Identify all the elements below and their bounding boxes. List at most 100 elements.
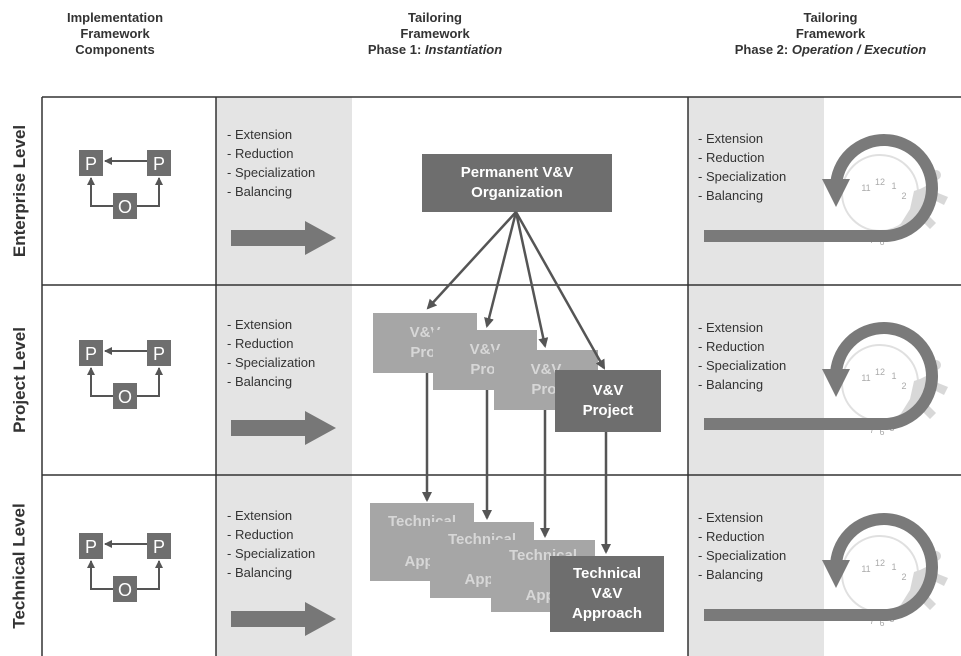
o-to-p-arrow: [87, 367, 113, 397]
loop-arrowhead-icon: [822, 179, 850, 207]
clock-number: 11: [861, 183, 870, 193]
box-line: V&V: [591, 585, 623, 602]
instantiation-arrow: [426, 211, 517, 310]
list-item: Specialization: [698, 356, 786, 375]
list-item: Balancing: [698, 565, 786, 584]
o-label: O: [118, 387, 132, 407]
p-node: [147, 340, 171, 366]
header-implementation: Implementation Framework Components: [50, 10, 180, 58]
list-item: Extension: [227, 315, 315, 334]
list-item: Balancing: [227, 372, 315, 391]
box-line: Appr: [464, 571, 500, 588]
list-item: Extension: [227, 125, 315, 144]
header-phase1-line3: Phase 1: Instantiation: [320, 42, 550, 58]
clock-number: 12: [875, 558, 885, 568]
list-item: Reduction: [698, 527, 786, 546]
box-line: V&V: [530, 361, 562, 378]
o-node: [113, 383, 137, 409]
clock-number: 1: [891, 562, 896, 572]
p-label: P: [153, 344, 165, 364]
box-line: Proj: [410, 344, 440, 361]
header-phase1-line2: Framework: [400, 26, 470, 41]
box-line: Technical: [572, 565, 642, 582]
list-item: Specialization: [227, 353, 315, 372]
o-label: O: [118, 197, 132, 217]
clock-number: 2: [901, 381, 906, 391]
p-node: [79, 340, 103, 366]
o-to-p-arrow: [87, 177, 113, 207]
clock-number: 1: [891, 371, 896, 381]
permanent-vv-organization-box: Permanent V&V Organization: [422, 154, 612, 212]
list-item: Specialization: [698, 546, 786, 565]
p-label: P: [85, 154, 97, 174]
list-item: Reduction: [698, 337, 786, 356]
header-phase1-name: Instantiation: [424, 42, 503, 57]
right-arrow-icon: [231, 411, 336, 445]
loop-arrow: [704, 322, 938, 431]
clock-number: 6: [879, 427, 884, 437]
box-line: Proj: [531, 381, 561, 398]
loop-arrowhead-icon: [822, 560, 850, 588]
p-label: P: [85, 344, 97, 364]
p-node: [79, 150, 103, 176]
right-arrow-icon: [231, 602, 336, 636]
loop-arrowhead-icon: [822, 369, 850, 397]
list-item: Specialization: [227, 163, 315, 182]
clock-number: 12: [875, 177, 885, 187]
p-label: P: [153, 154, 165, 174]
list-item: Extension: [698, 508, 786, 527]
clock-number: 12: [875, 367, 885, 377]
right-arrow-icon: [231, 221, 336, 255]
o-to-p-arrow: [137, 177, 163, 207]
list-item: Specialization: [227, 544, 315, 563]
tailoring-list-technical-phase2: Extension Reduction Specialization Balan…: [698, 508, 786, 584]
list-item: Extension: [698, 318, 786, 337]
o-node: [113, 193, 137, 219]
list-item: Extension: [698, 129, 786, 148]
list-item: Reduction: [698, 148, 786, 167]
p-node: [147, 533, 171, 559]
o-to-p-arrow: [137, 560, 163, 590]
p-node: [147, 150, 171, 176]
clock-number: 11: [861, 373, 870, 383]
list-item: Reduction: [227, 334, 315, 353]
box-line: V&V: [409, 324, 441, 341]
clock-number: 2: [901, 572, 906, 582]
p-node: [79, 533, 103, 559]
header-phase2-line1: Tailoring: [803, 10, 858, 25]
box-line: Approach: [571, 605, 642, 622]
header-phase2-name: Operation / Execution: [791, 42, 927, 57]
header-phase2: Tailoring Framework Phase 2: Operation /…: [700, 10, 961, 58]
header-phase1-line1: Tailoring: [408, 10, 462, 25]
header-phase2-prefix: Phase 2:: [734, 42, 792, 57]
header-implementation-line2: Framework: [80, 26, 150, 41]
clock-number: 1: [891, 181, 896, 191]
box-line: Proj: [470, 361, 500, 378]
box-line: Organization: [471, 184, 563, 201]
instantiation-arrow: [514, 211, 606, 370]
instantiation-arrow: [484, 211, 518, 328]
o-node: [113, 576, 137, 602]
p-label: P: [153, 537, 165, 557]
list-item: Balancing: [227, 182, 315, 201]
list-item: Extension: [227, 506, 315, 525]
box-line: V&V: [592, 382, 624, 399]
project-box: V&V Project: [555, 370, 661, 432]
header-implementation-line3: Components: [75, 42, 155, 57]
list-item: Reduction: [227, 144, 315, 163]
box-line: V&V: [469, 341, 501, 358]
tailoring-list-enterprise-phase1: Extension Reduction Specialization Balan…: [227, 125, 315, 201]
project-ghost-2: V&V Proj: [433, 330, 537, 390]
component-diagram-icon: P P O: [79, 150, 171, 219]
box-line: Project: [582, 402, 634, 419]
tailoring-list-technical-phase1: Extension Reduction Specialization Balan…: [227, 506, 315, 582]
o-label: O: [118, 580, 132, 600]
list-item: Balancing: [698, 186, 786, 205]
header-phase2-line2: Framework: [795, 26, 866, 41]
box-line: Permanent V&V: [460, 164, 574, 181]
header-phase1-prefix: Phase 1:: [367, 42, 425, 57]
